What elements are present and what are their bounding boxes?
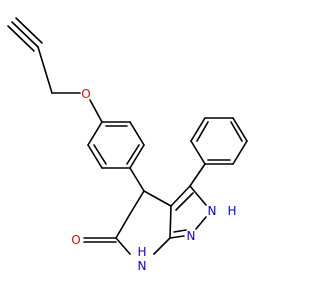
phenyl-double-2 bbox=[230, 121, 243, 142]
c7a-n1-double bbox=[173, 229, 187, 233]
alkyne-bond-1 bbox=[11, 21, 39, 48]
alkyne-bond-2 bbox=[15, 17, 43, 44]
pyrazole-n1-label: N bbox=[187, 229, 196, 243]
aryl-ring-bond-2 bbox=[87, 144, 103, 169]
phenyl-bond-2 bbox=[190, 117, 206, 142]
bond-group bbox=[7, 17, 248, 255]
aryl-ring-double-1 bbox=[93, 144, 107, 165]
c7a-c3a-bond bbox=[169, 205, 172, 239]
aryl-c4-bond bbox=[129, 167, 145, 192]
alkyne-bond-3 bbox=[7, 25, 35, 52]
pyrazole-nh-n-label: N bbox=[208, 204, 217, 218]
aryl-ring-double-2 bbox=[126, 144, 140, 165]
n1-c7a-bond bbox=[169, 235, 185, 239]
phenyl-double-1 bbox=[196, 121, 209, 142]
aryl-ring-bond-5 bbox=[129, 121, 145, 146]
amide-h-label: H bbox=[137, 245, 146, 259]
c3-n2-bond bbox=[189, 185, 207, 206]
c6-n7-bond bbox=[115, 237, 131, 255]
propargyl-ch2-bond bbox=[37, 46, 53, 94]
carbonyl-oxygen-label: O bbox=[71, 233, 80, 247]
c3a-c4-bond bbox=[143, 190, 172, 207]
aryl-ring-bond-4 bbox=[129, 144, 145, 169]
c4-c5-bond bbox=[129, 190, 145, 215]
ether-oxygen-label: O bbox=[81, 87, 90, 101]
pyrazole-h-label: H bbox=[227, 204, 236, 218]
n7-c7a-bond bbox=[153, 237, 171, 255]
phenyl-bond-4 bbox=[232, 117, 248, 142]
chemical-structure-diagram: O O H N N N H bbox=[7, 17, 248, 273]
aryl-ring-bond-1 bbox=[87, 121, 103, 146]
c3a-c3-bond bbox=[170, 185, 191, 207]
o-aryl-bond bbox=[89, 99, 103, 123]
c3a-c3-double bbox=[175, 192, 194, 211]
c3-phenyl-bond bbox=[189, 163, 206, 187]
phenyl-bond-1 bbox=[190, 140, 206, 165]
amide-n-label: N bbox=[138, 259, 147, 273]
c5-c6-bond bbox=[115, 213, 131, 239]
n1-n2-bond bbox=[195, 216, 207, 230]
atom-labels: O O H N N N H bbox=[71, 87, 236, 273]
phenyl-bond-5 bbox=[232, 140, 248, 165]
